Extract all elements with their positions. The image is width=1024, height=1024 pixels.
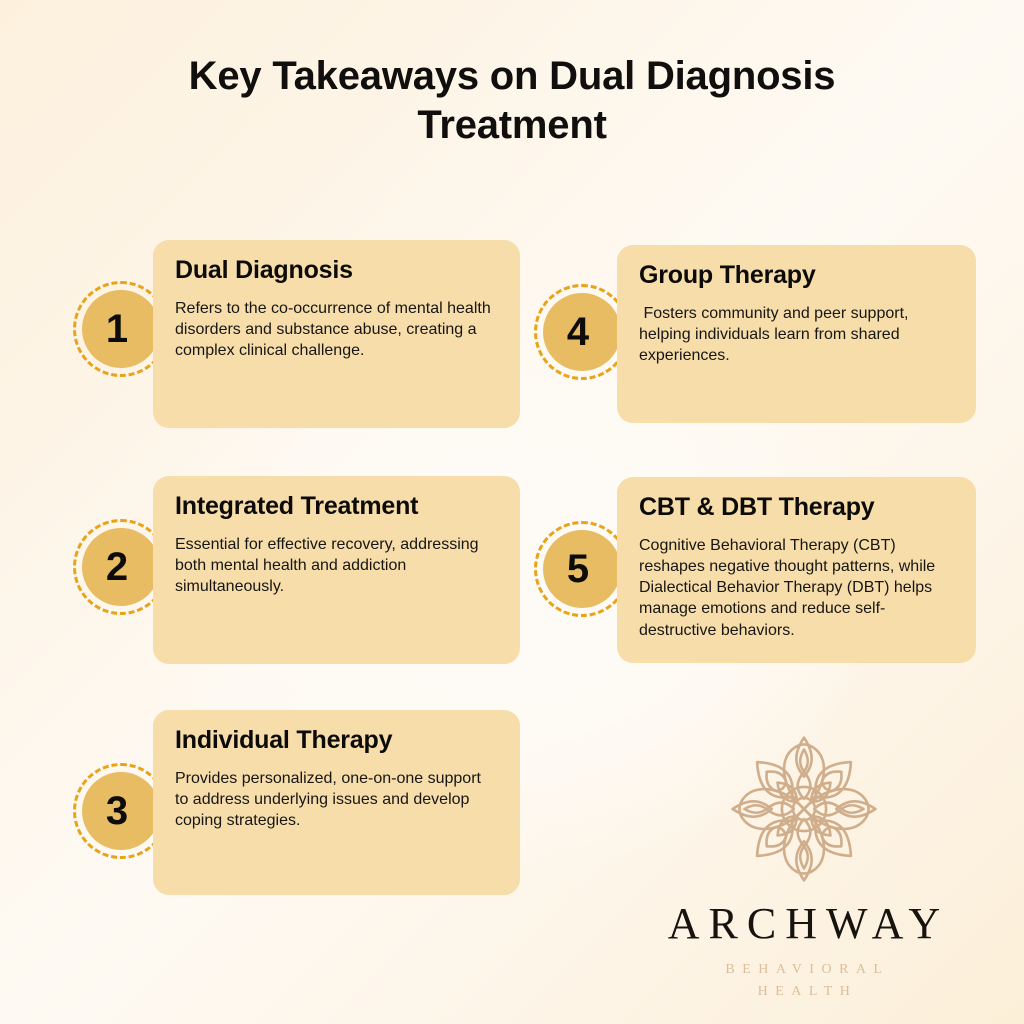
takeaway-number-badge-4: 4 <box>534 284 630 380</box>
badge-disc: 2 <box>82 528 160 606</box>
brand-name: ARCHWAY <box>667 899 950 948</box>
takeaway-number-badge-1: 1 <box>73 281 169 377</box>
takeaway-body-5: Cognitive Behavioral Therapy (CBT) resha… <box>639 536 940 639</box>
brand-tagline-line-2: HEALTH <box>757 983 858 999</box>
takeaway-card-5[interactable]: CBT & DBT Therapy Cognitive Behavioral T… <box>617 477 976 663</box>
takeaway-body-4: Fosters community and peer support, help… <box>639 304 913 365</box>
page-title: Key Takeaways on Dual Diagnosis Treatmen… <box>188 54 836 147</box>
takeaway-body-3: Provides personalized, one-on-one suppor… <box>175 769 486 830</box>
takeaway-card-3[interactable]: Individual Therapy Provides personalized… <box>153 710 520 895</box>
takeaway-title-5: CBT & DBT Therapy <box>639 493 875 521</box>
badge-number: 2 <box>105 545 129 589</box>
takeaway-body-1: Refers to the co-occurrence of mental he… <box>175 299 496 360</box>
badge-disc: 3 <box>82 772 160 850</box>
brand-logo: ARCHWAY BEHAVIORAL HEALTH <box>648 724 960 1002</box>
takeaway-number-badge-5: 5 <box>534 521 630 617</box>
takeaway-title-2: Integrated Treatment <box>175 492 419 520</box>
badge-number: 1 <box>105 307 129 351</box>
takeaway-card-1[interactable]: Dual Diagnosis Refers to the co-occurren… <box>153 240 520 428</box>
takeaway-body-2: Essential for effective recovery, addres… <box>175 535 484 596</box>
page-title-container: Key Takeaways on Dual Diagnosis Treatmen… <box>0 52 1024 150</box>
brand-tagline-line-1: BEHAVIORAL <box>725 962 890 977</box>
badge-disc: 5 <box>543 530 621 608</box>
mandala-flower-icon <box>731 736 877 882</box>
takeaway-title-1: Dual Diagnosis <box>175 256 353 284</box>
takeaway-number-badge-3: 3 <box>73 763 169 859</box>
takeaway-card-4[interactable]: Group Therapy Fosters community and peer… <box>617 245 976 423</box>
badge-number: 5 <box>566 547 590 591</box>
badge-disc: 4 <box>543 293 621 371</box>
badge-number: 3 <box>105 789 129 833</box>
badge-number: 4 <box>566 310 590 354</box>
takeaway-card-2[interactable]: Integrated Treatment Essential for effec… <box>153 476 520 664</box>
takeaway-number-badge-2: 2 <box>73 519 169 615</box>
badge-disc: 1 <box>82 290 160 368</box>
takeaway-title-3: Individual Therapy <box>175 726 393 754</box>
takeaway-title-4: Group Therapy <box>639 261 816 289</box>
